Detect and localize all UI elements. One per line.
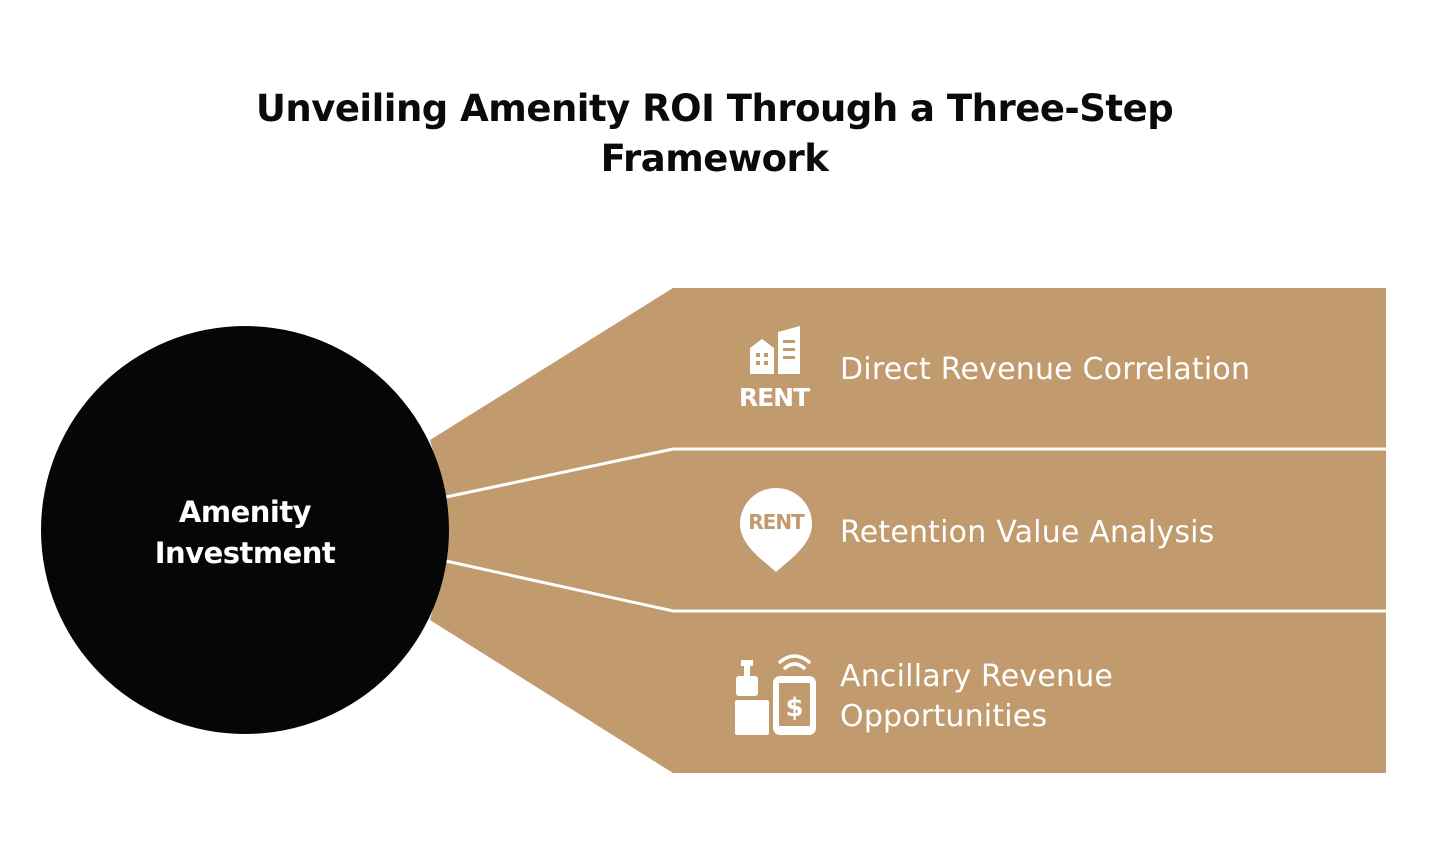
rent-location-pin-icon: RENT bbox=[740, 488, 812, 572]
step-label-direct-revenue: Direct Revenue Correlation bbox=[840, 350, 1250, 390]
band-dividers bbox=[445, 447, 1386, 613]
svg-text:RENT: RENT bbox=[739, 383, 810, 412]
hub-label-line-2: Investment bbox=[154, 536, 336, 570]
step-label-line-1: Ancillary Revenue bbox=[840, 659, 1114, 694]
step-label-ancillary-revenue: Ancillary Revenue Opportunities bbox=[840, 657, 1113, 737]
svg-text:$: $ bbox=[785, 693, 803, 723]
hub-circle bbox=[41, 326, 449, 734]
mobile-payment-icon: $ bbox=[735, 654, 816, 735]
divider-2 bbox=[445, 559, 1386, 613]
step-label-text: Retention Value Analysis bbox=[840, 515, 1215, 550]
svg-text:RENT: RENT bbox=[748, 510, 805, 534]
page-title-line-2: Framework bbox=[600, 137, 829, 180]
page-title: Unveiling Amenity ROI Through a Three-St… bbox=[0, 84, 1429, 184]
step-band-1 bbox=[430, 288, 1386, 497]
step-band-3 bbox=[430, 560, 1386, 773]
step-band-2 bbox=[446, 448, 1386, 610]
step-label-line-2: Opportunities bbox=[840, 699, 1048, 734]
step-label-text: Direct Revenue Correlation bbox=[840, 352, 1251, 387]
page-title-line-1: Unveiling Amenity ROI Through a Three-St… bbox=[255, 87, 1174, 130]
hub-label-line-1: Amenity bbox=[178, 495, 312, 529]
step-bands bbox=[430, 288, 1386, 773]
hub-label: Amenity Investment bbox=[95, 492, 395, 574]
step-label-retention-value: Retention Value Analysis bbox=[840, 513, 1215, 553]
divider-1 bbox=[445, 447, 1386, 499]
building-rent-icon: RENT bbox=[739, 326, 811, 412]
